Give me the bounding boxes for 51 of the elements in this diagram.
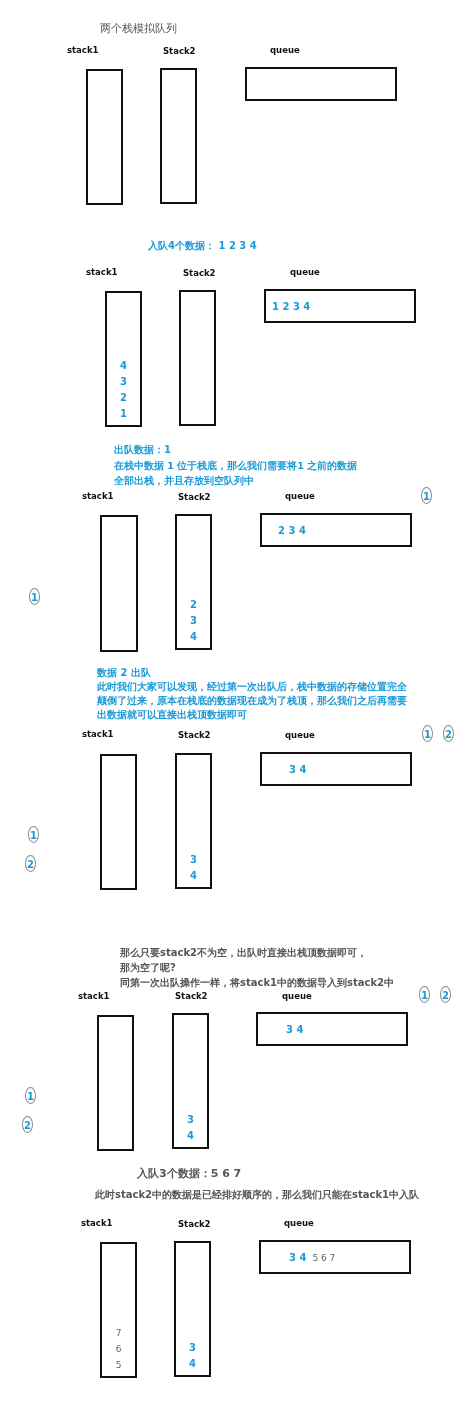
stack-item: 3 xyxy=(190,853,197,867)
stack-label: Stack2 xyxy=(178,1219,211,1230)
stack-label: Stack2 xyxy=(178,730,211,741)
stack-item: 2 xyxy=(190,598,197,612)
queue-label: queue xyxy=(282,991,312,1002)
stack-item: 4 xyxy=(187,1129,194,1143)
queue-label: queue xyxy=(285,491,315,502)
stack-label: stack1 xyxy=(82,729,114,740)
stack-item: 1 xyxy=(120,407,127,421)
queue-label: queue xyxy=(285,730,315,741)
queue-items: 3 4 xyxy=(289,1251,307,1265)
caption-text: 入队3个数据：5 6 7 xyxy=(137,1166,242,1181)
caption-text: 数据 2 出队 xyxy=(97,666,151,679)
caption-text: 那么只要stack2不为空，出队时直接出栈顶数据即可， xyxy=(120,946,368,960)
queue-items: 3 4 xyxy=(289,763,307,777)
stack-item: 3 xyxy=(187,1113,194,1127)
caption-text: 在栈中数据 1 位于栈底，那么我们需要将1 之前的数据全部出栈，并且存放到空队列中 xyxy=(114,459,359,488)
caption-text: 出队数据：1 xyxy=(114,443,171,456)
stack-item: 6 xyxy=(115,1343,122,1356)
queue-label: queue xyxy=(270,45,300,56)
stack-item: 7 xyxy=(115,1327,122,1340)
stack-item: 4 xyxy=(120,359,127,373)
queue-items: 5 6 7 xyxy=(312,1252,336,1265)
stack-label: Stack2 xyxy=(183,268,216,279)
stack-item: 3 xyxy=(190,614,197,628)
queue-label: queue xyxy=(284,1218,314,1229)
stack-label: Stack2 xyxy=(163,46,196,57)
stack-label: Stack2 xyxy=(175,991,208,1002)
stack-item: 5 xyxy=(115,1359,122,1372)
stack-label: stack1 xyxy=(67,45,99,56)
stack-item: 3 xyxy=(189,1341,196,1355)
stack-label: Stack2 xyxy=(178,492,211,503)
stack-label: stack1 xyxy=(81,1218,113,1229)
caption-text: 同第一次出队操作一样，将stack1中的数据导入到stack2中 xyxy=(120,976,395,990)
diagram-title: 两个栈模拟队列 xyxy=(100,21,177,36)
stack-label: stack1 xyxy=(82,491,114,502)
stack-item: 4 xyxy=(189,1357,196,1371)
stack-item: 3 xyxy=(120,375,127,389)
queue-items: 1 2 3 4 xyxy=(272,300,311,314)
caption-text: 此时我们大家可以发现，经过第一次出队后，栈中数据的存储位置完全颠倒了过来，原本在栈底的数据现在成为了栈顶，那么我们之后再需要出数据就可以直接出栈顶数据即可 xyxy=(97,680,407,722)
caption-text: 那为空了呢? xyxy=(120,961,176,975)
stack-item: 2 xyxy=(120,391,127,405)
stack-label: stack1 xyxy=(86,267,118,278)
queue-label: queue xyxy=(290,267,320,278)
stack-item: 4 xyxy=(190,869,197,883)
stack-item: 4 xyxy=(190,630,197,644)
stack-label: stack1 xyxy=(78,991,110,1002)
caption-text: 入队4个数据： 1 2 3 4 xyxy=(148,239,257,252)
queue-items: 3 4 xyxy=(286,1023,304,1037)
caption-text: 此时stack2中的数据是已经排好顺序的，那么我们只能在stack1中入队 xyxy=(95,1188,420,1202)
queue-items: 2 3 4 xyxy=(278,524,306,538)
